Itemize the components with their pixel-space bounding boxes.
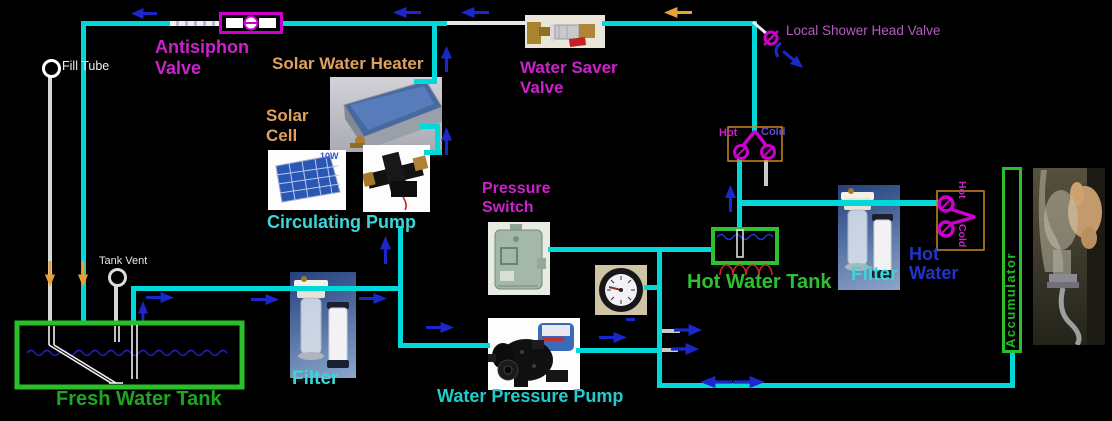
filter-right-label: Filter [851,264,898,285]
pipe-heater-outlet-h [420,124,440,129]
pipe-tank-return-vertical [81,21,86,324]
pipe-branch-stub-lower [662,348,678,352]
flow-arrow-right-icon [251,294,279,305]
pressure-switch-label-line2: Switch [482,199,534,216]
flow-arrow-right-icon [359,293,387,304]
pipe-hot-riser [737,158,742,230]
pipe-heater-outlet-v [435,124,440,155]
tank-vent-opening-icon [108,268,127,287]
pipe-branch-stub-upper [662,329,680,333]
local-shower-head-valve-label: Local Shower Head Valve [786,23,941,38]
pipe-top-main-right [602,21,757,26]
circulating-pump-label: Circulating Pump [267,212,417,232]
shower-mixer-valve-icon [727,126,783,162]
pipe-shower-riser [752,21,757,133]
flow-arrow-right-icon [146,292,174,303]
antisiphon-valve-icon [219,12,283,34]
solar-cell-label-line1: Solar [266,106,309,125]
flow-arrow-right-icon [671,343,699,355]
pipe-cold-main [131,286,403,291]
water-pressure-pump-label: Water Pressure Pump [437,386,624,406]
pipe-pump-suction-h [398,343,490,348]
flow-arrow-left-icon [393,7,421,18]
solar-cell-photo [268,150,346,210]
pipe-heater-riser [432,24,437,82]
pipe-top-main-mid [280,21,447,26]
flow-arrow-left-hot-icon [664,7,692,18]
pipe-cold-stub [764,160,768,186]
pipe-pressure-line [548,247,714,252]
shower-cold-label: Cold [761,126,786,138]
solar-water-heater-photo [330,77,442,152]
shower-hot-label: Hot [719,127,738,139]
fill-tube-label: Fill Tube [62,59,110,73]
solar-cell-rating-label: 10W [320,151,339,161]
hot-water-tank-label: Hot Water Tank [687,271,832,293]
flow-arrow-down-hot-icon [78,261,88,287]
hot-water-mixer-valve-icon [936,190,985,251]
pipe-pump-outlet [576,348,662,353]
mixer-hot-label: Hot [956,181,968,199]
antisiphon-valve-label-line2: Valve [155,58,202,78]
pipe-main-vertical [657,247,662,387]
tank-vent-pipe [114,283,118,322]
pipe-accumulator-riser [1010,350,1015,387]
flow-arrow-down-hot-icon [45,261,55,287]
pipe-bottom-line [657,383,1015,388]
accumulator-label: Accumulator [1003,252,1018,348]
flow-arrow-up-icon [138,301,148,327]
water-pressure-pump-photo [488,318,580,390]
flow-arrow-up-icon [725,185,736,212]
pipe-top-white-segment [447,21,527,25]
fresh-water-tank-label: Fresh Water Tank [56,388,222,410]
tank-vent-label: Tank Vent [99,255,148,267]
flow-arrow-left-icon [461,7,489,18]
pipe-top-dashed-segment [170,21,222,26]
flow-arrow-up-icon [441,127,452,155]
solar-water-heater-label: Solar Water Heater [272,54,424,73]
solar-cell-label-line2: Cell [266,126,298,145]
flow-arrow-right-icon [426,322,454,333]
flow-arrow-up-icon [380,236,391,264]
hot-water-label-line1: Hot [909,244,939,264]
accumulator-icon [1002,167,1022,353]
water-saver-valve-photo [525,15,605,48]
filter-left-label: Filter [292,368,339,389]
pressure-gauge-photo [595,265,647,315]
antisiphon-valve-label-line1: Antisiphon [155,37,249,57]
pipe-top-main-left [83,21,170,26]
flow-arrow-right-icon [674,324,702,336]
water-saver-valve-label-line1: Water Saver [520,58,618,77]
flow-dash-icon [626,318,635,321]
hot-water-tank-icon [711,227,779,276]
pressure-switch-photo [488,222,550,295]
flow-arrow-right-icon [599,332,627,343]
flow-arrow-left-icon [131,8,157,19]
pipe-circpump-top-stub [424,150,442,155]
fill-tube-opening-icon [42,59,61,78]
flow-arrow-up-icon [441,46,452,72]
pipe-circpump-down [398,226,403,290]
pipe-pump-suction-v [398,286,403,346]
pressure-switch-label-line1: Pressure [482,180,551,197]
fill-tube-pipe [48,74,52,322]
hot-water-label-line2: Water [909,263,959,283]
pipe-hot-branch [740,200,938,206]
water-saver-valve-label-line2: Valve [520,78,564,97]
pipe-gauge-stub [644,285,659,290]
local-shower-head-valve-icon [752,20,782,58]
pipe-tank-suction-riser [131,288,136,324]
fresh-water-tank-icon [14,320,245,390]
pipe-heater-inlet [414,79,437,84]
shower-head-photo [1033,168,1105,345]
circulating-pump-photo [363,145,430,212]
mixer-cold-label: Cold [956,224,968,248]
